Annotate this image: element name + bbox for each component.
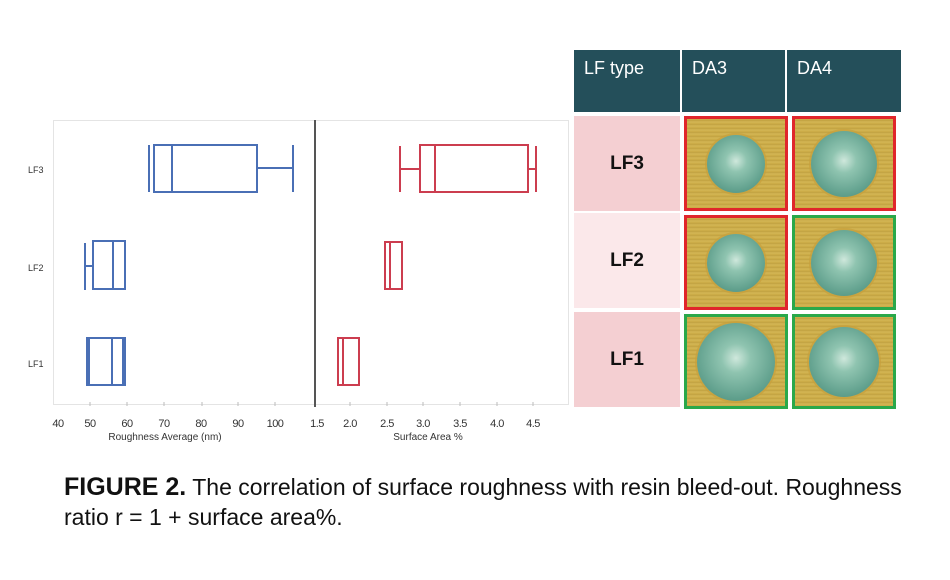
surface-area-boxes bbox=[337, 144, 537, 386]
y-label-lf2: LF2 bbox=[28, 263, 44, 273]
x-tick-marks bbox=[89, 402, 534, 406]
x-tick-60: 60 bbox=[121, 418, 133, 430]
row-label-lf3: LF3 bbox=[574, 116, 680, 211]
figure-caption-text: The correlation of surface roughness wit… bbox=[64, 474, 902, 530]
cell-lf3-da4-image bbox=[792, 116, 896, 211]
header-da3: DA3 bbox=[682, 50, 785, 112]
axis-divider bbox=[314, 120, 316, 407]
x-axis-label-surface-area: Surface Area % bbox=[393, 432, 463, 443]
cell-lf1-da3-image bbox=[684, 314, 788, 409]
x-tick-40: 40 bbox=[52, 418, 64, 430]
row-label-lf1: LF1 bbox=[574, 312, 680, 407]
y-label-lf3: LF3 bbox=[28, 165, 44, 175]
x-tick-2-0: 2.0 bbox=[343, 418, 357, 430]
cell-lf2-da4-image bbox=[792, 215, 896, 310]
x-axis-label-roughness: Roughness Average (nm) bbox=[108, 432, 222, 443]
header-lf-type: LF type bbox=[574, 50, 680, 112]
x-tick-100: 100 bbox=[266, 418, 284, 430]
x-tick-4-5: 4.5 bbox=[526, 418, 540, 430]
x-tick-1-5: 1.5 bbox=[310, 418, 324, 430]
x-tick-2-5: 2.5 bbox=[380, 418, 394, 430]
roughness-boxes bbox=[84, 144, 294, 386]
cell-lf1-da4-image bbox=[792, 314, 896, 409]
x-tick-3-5: 3.5 bbox=[453, 418, 467, 430]
x-tick-4-0: 4.0 bbox=[490, 418, 504, 430]
x-tick-70: 70 bbox=[158, 418, 170, 430]
header-da4: DA4 bbox=[787, 50, 901, 112]
y-label-lf1: LF1 bbox=[28, 359, 44, 369]
x-tick-3-0: 3.0 bbox=[416, 418, 430, 430]
figure-label: FIGURE 2. bbox=[64, 473, 187, 501]
row-label-lf2: LF2 bbox=[574, 213, 680, 308]
plot-frame bbox=[53, 120, 569, 405]
cell-lf2-da3-image bbox=[684, 215, 788, 310]
x-tick-90: 90 bbox=[232, 418, 244, 430]
figure-caption: FIGURE 2. The correlation of surface rou… bbox=[64, 472, 904, 532]
x-tick-80: 80 bbox=[195, 418, 207, 430]
x-tick-50: 50 bbox=[84, 418, 96, 430]
cell-lf3-da3-image bbox=[684, 116, 788, 211]
